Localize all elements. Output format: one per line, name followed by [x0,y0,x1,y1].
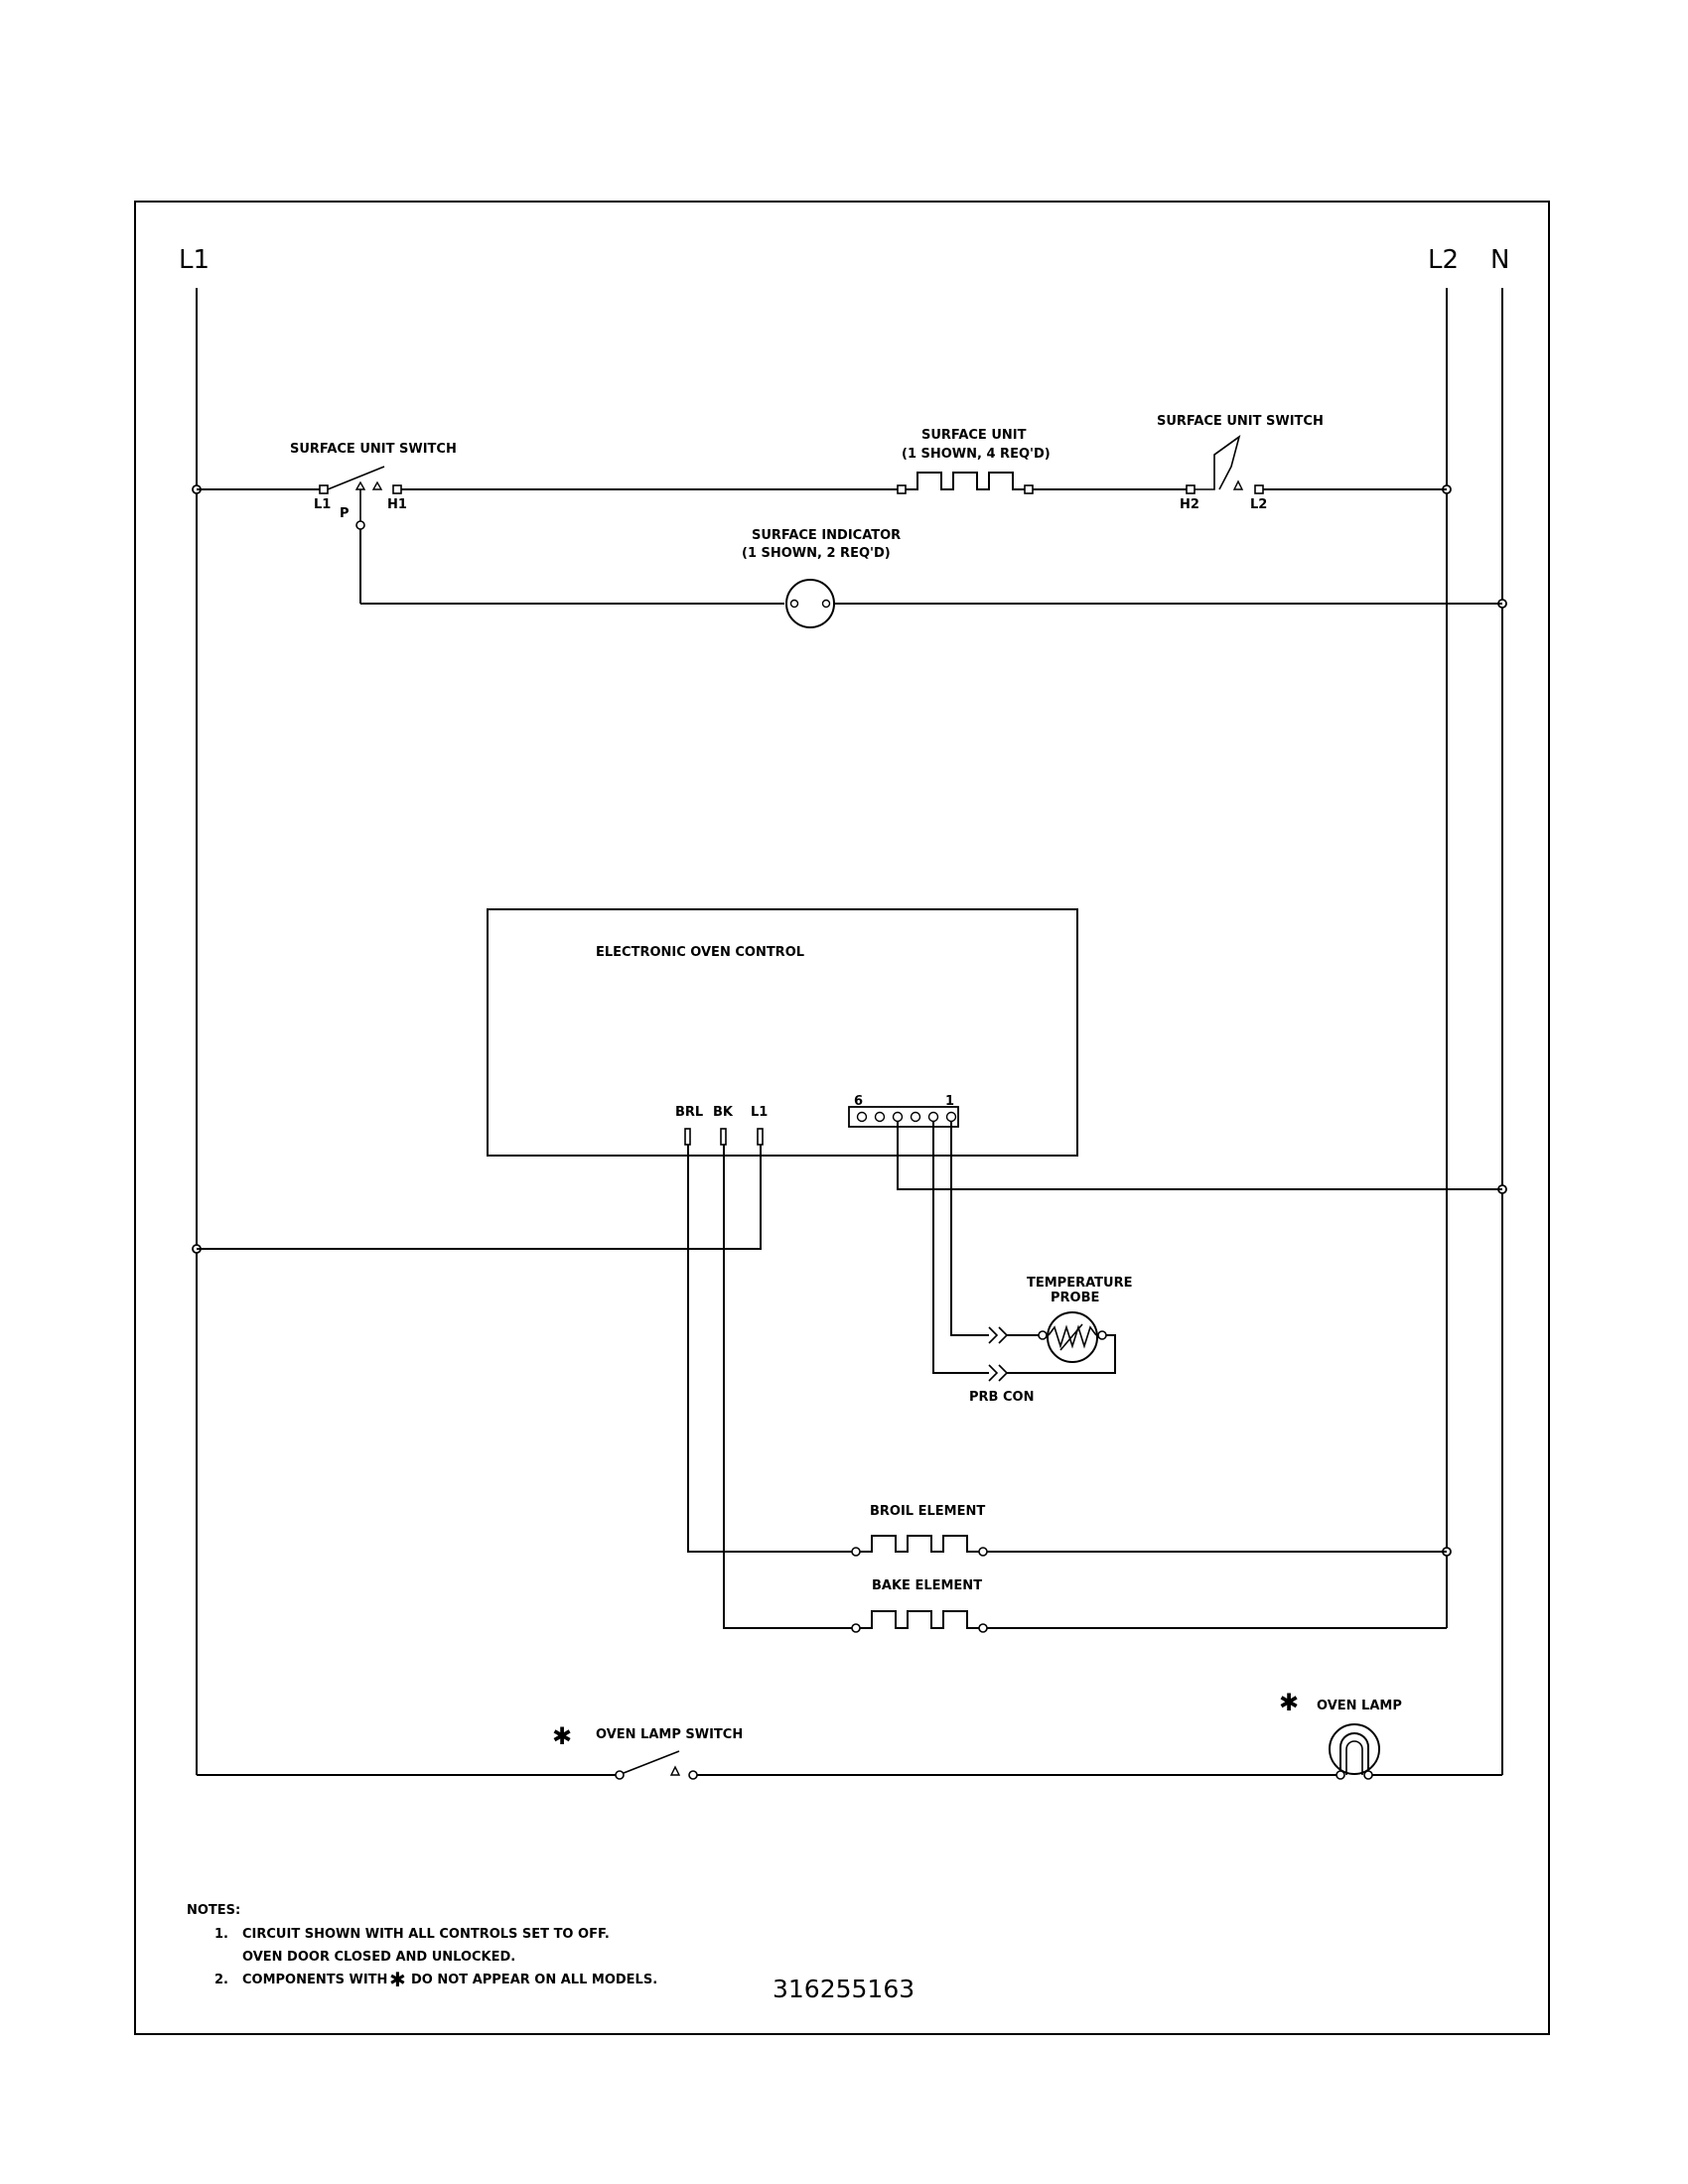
oven-control-term-brl: BRL [675,1105,703,1120]
oven-control-label: ELECTRONIC OVEN CONTROL [596,945,804,960]
surface-unit-switch-right-term-l2: L2 [1250,497,1267,512]
oven-control-connector-pin-1: 1 [945,1094,954,1109]
oven-lamp-switch-label: OVEN LAMP SWITCH [596,1727,743,1742]
surface-unit-switch-left-label: SURFACE UNIT SWITCH [290,442,457,457]
diagram-frame [134,201,1550,2035]
surface-unit-sublabel: (1 SHOWN, 4 REQ'D) [902,447,1051,462]
oven-control-term-bk: BK [713,1105,734,1120]
oven-control-wiring [197,1122,1502,1629]
broil-element [851,1535,1447,1557]
bake-element [851,1610,1447,1633]
broil-element-label: BROIL ELEMENT [870,1504,985,1519]
rail-n-label: N [1490,245,1509,275]
note-1-line-1: CIRCUIT SHOWN WITH ALL CONTROLS SET TO O… [242,1927,610,1942]
note-2-star-icon: ✱ [389,1968,406,1991]
note-1-line-2: OVEN DOOR CLOSED AND UNLOCKED. [242,1950,515,1965]
rail-l2-label: L2 [1428,245,1459,275]
surface-indicator-label: SURFACE INDICATOR [752,528,901,543]
oven-control-term-l1: L1 [751,1105,768,1120]
temperature-probe-label-line1: TEMPERATURE [1027,1276,1132,1291]
rail-l1-label: L1 [179,245,210,275]
note-2-text-suffix: DO NOT APPEAR ON ALL MODELS. [411,1973,657,1987]
surface-unit-switch-left-term-p: P [340,506,350,521]
part-number: 316255163 [773,1975,914,2003]
oven-lamp-circuit [197,1723,1502,1780]
notes-heading: NOTES: [187,1903,240,1918]
bake-element-label: BAKE ELEMENT [872,1578,982,1593]
electronic-oven-control [487,908,1078,1157]
oven-lamp-switch-star-icon: ✱ [552,1722,572,1750]
surface-unit-circuit [197,435,1502,628]
surface-unit-label: SURFACE UNIT [921,428,1027,443]
surface-unit-switch-right-term-h2: H2 [1180,497,1199,512]
oven-lamp-star-icon: ✱ [1279,1689,1299,1716]
surface-indicator-sublabel: (1 SHOWN, 2 REQ'D) [742,546,891,561]
oven-lamp-label: OVEN LAMP [1317,1699,1402,1713]
temperature-probe-label-line2: PROBE [1051,1291,1099,1305]
surface-unit-switch-left-term-l1: L1 [314,497,331,512]
oven-control-connector-pin-6: 6 [854,1094,863,1109]
temperature-probe [988,1311,1116,1382]
note-2-number: 2. [214,1973,228,1987]
note-1-number: 1. [214,1927,228,1942]
surface-unit-switch-right-label: SURFACE UNIT SWITCH [1157,414,1324,429]
surface-unit-switch-left-term-h1: H1 [387,497,407,512]
prb-con-label: PRB CON [969,1390,1034,1405]
junction-dots [192,484,1507,1557]
note-2-text-prefix: COMPONENTS WITH [242,1973,387,1987]
